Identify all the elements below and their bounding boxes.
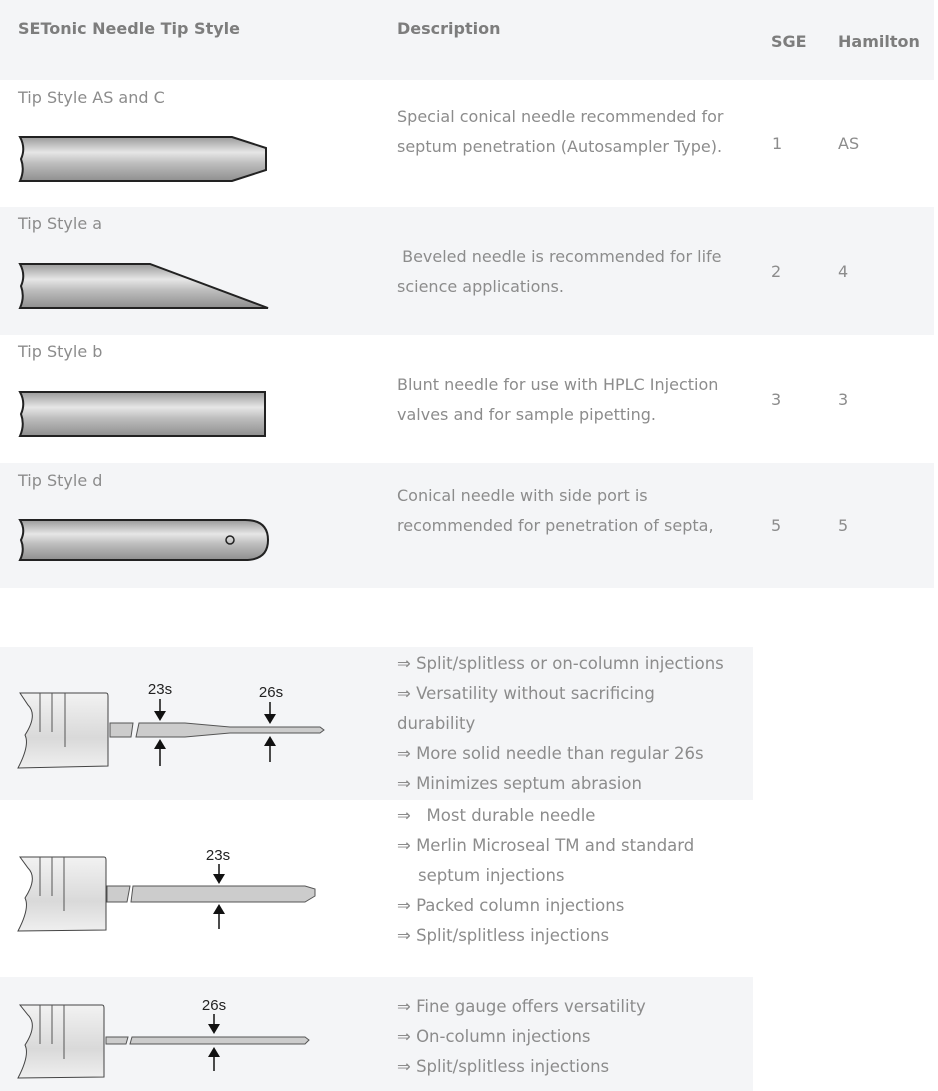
header-hamilton: Hamilton xyxy=(838,32,920,51)
tip-style-label: Tip Style b xyxy=(18,342,103,361)
gauge-label: 23s xyxy=(148,681,172,698)
table-header xyxy=(0,0,934,80)
side-port-needle-icon xyxy=(18,519,270,561)
tapered-syringe-diagram: 23s 26s xyxy=(17,681,325,769)
hamilton-value: AS xyxy=(838,134,860,153)
standard-syringe-diagram: 23s xyxy=(17,847,316,932)
beveled-needle-icon xyxy=(18,263,269,309)
feature-list: ⇒ Fine gauge offers versatility⇒ On-colu… xyxy=(397,997,646,1076)
sge-value: 3 xyxy=(771,390,782,409)
feature-list: ⇒ Split/splitless or on-column injection… xyxy=(397,654,724,793)
sge-value: 1 xyxy=(772,134,783,153)
gauge-label: 26s xyxy=(202,997,226,1014)
gauge-block xyxy=(0,977,753,1091)
hamilton-value: 4 xyxy=(838,262,849,281)
header-tip-style: SETonic Needle Tip Style xyxy=(18,19,240,38)
blunt-needle-icon xyxy=(18,391,266,437)
hamilton-value: 3 xyxy=(838,390,849,409)
row-description: Blunt needle for use with HPLC Injection… xyxy=(397,375,719,424)
gauge-label: 26s xyxy=(259,684,283,701)
tip-style-label: Tip Style AS and C xyxy=(18,88,165,107)
header-sge: SGE xyxy=(771,32,807,51)
tip-style-label: Tip Style d xyxy=(18,471,103,490)
sge-value: 2 xyxy=(771,262,782,281)
gauge-label: 23s xyxy=(206,847,230,864)
feature-list: ⇒ Most durable needle⇒ Merlin Microseal … xyxy=(397,806,695,945)
tip-style-label: Tip Style a xyxy=(18,214,103,233)
header-description: Description xyxy=(397,19,501,38)
hamilton-value: 5 xyxy=(838,516,849,535)
sge-value: 5 xyxy=(771,516,782,535)
fine-syringe-diagram: 26s xyxy=(17,997,310,1079)
conical-needle-icon xyxy=(18,136,267,182)
